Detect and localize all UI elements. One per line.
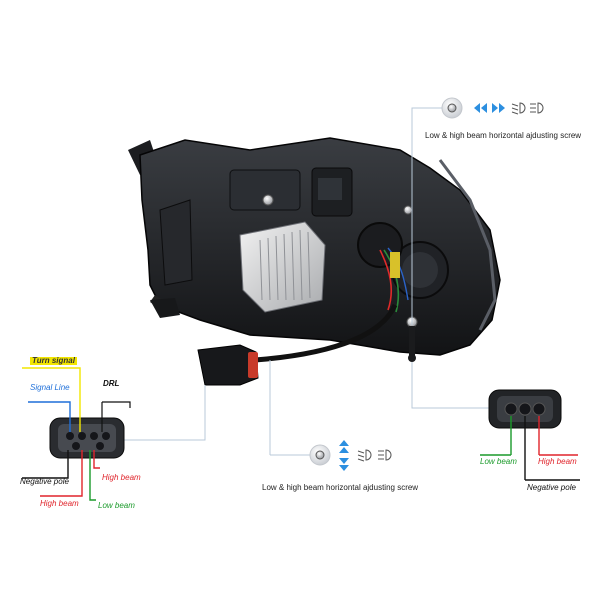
high-beam-icon: [530, 102, 544, 114]
low-beam-icon: [357, 449, 372, 462]
high-beam-label-right: High beam: [102, 473, 141, 482]
negative-pole-label-left: Negative pole: [20, 477, 69, 486]
top-screw-callout: [411, 97, 544, 325]
high-beam-icon: [378, 449, 392, 461]
adjust-screw-icon: [309, 444, 331, 466]
vertical-arrows-icon: [339, 440, 349, 471]
adjust-screw-icon: [441, 97, 463, 119]
turn-signal-label: Turn signal: [30, 356, 77, 365]
low-beam-label-left: Low beam: [98, 501, 135, 510]
bottom-screw-callout: [269, 360, 392, 471]
low-beam-icon: [511, 102, 526, 115]
right-connector: [411, 362, 580, 481]
top-screw-label: Low & high beam horizontal ajdusting scr…: [425, 131, 582, 140]
drl-label: DRL: [103, 379, 120, 388]
high-beam-label-bottom: High beam: [40, 499, 79, 508]
horizontal-arrows-icon: [474, 103, 505, 113]
high-beam-label-right-connector: High beam: [538, 457, 577, 466]
left-connector: [22, 367, 206, 501]
signal-line-label: Signal Line: [30, 383, 70, 392]
low-beam-label-right: Low beam: [480, 457, 517, 466]
bottom-screw-label: Low & high beam horizontal ajdusting scr…: [262, 483, 419, 492]
headlight-assembly: [128, 137, 501, 386]
negative-pole-label-right: Negative pole: [527, 483, 576, 492]
